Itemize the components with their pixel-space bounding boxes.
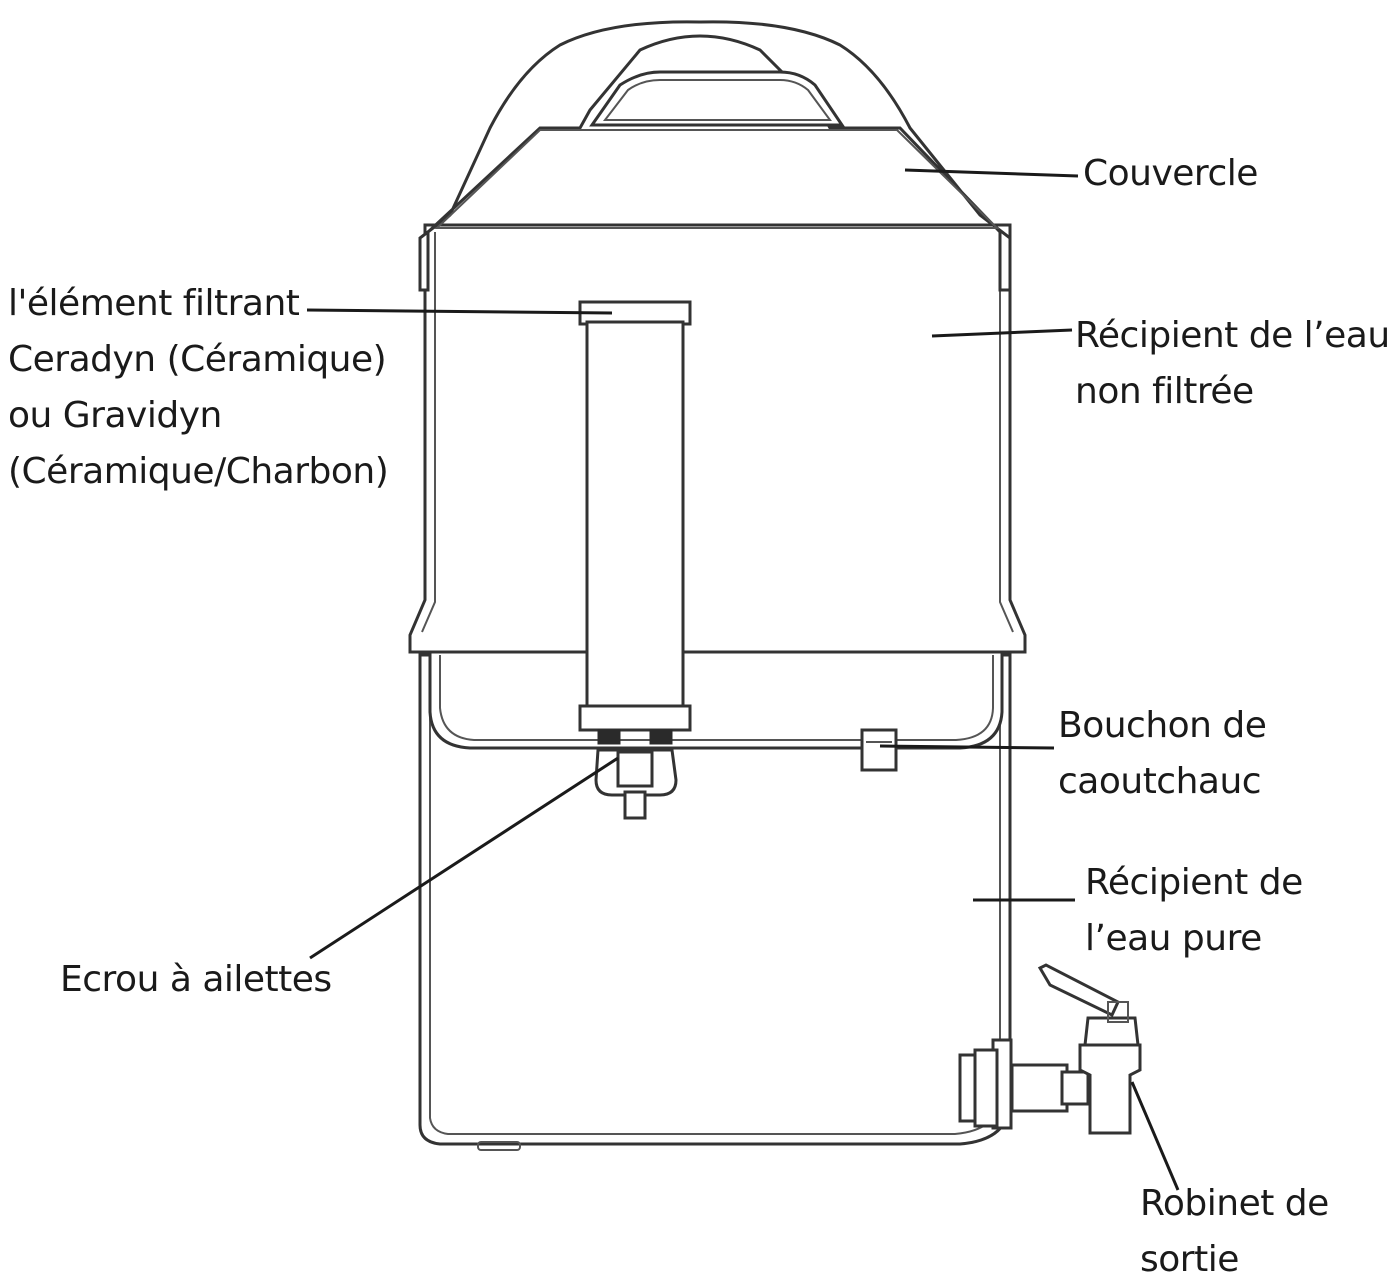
leader-element-filtrant: [306, 308, 613, 315]
label-element-filtrant-line-2: Ceradyn (Céramique): [8, 339, 387, 380]
label-couvercle: Couvercle: [1083, 146, 1258, 202]
label-element-filtrant-line-1: l'élément filtrant: [8, 283, 300, 324]
label-recipient-pure: Récipient de l’eau pure: [1085, 855, 1303, 967]
rubber-plug: [860, 728, 898, 772]
label-bouchon: Bouchon de caoutchauc: [1058, 698, 1267, 810]
label-couvercle-line: Couvercle: [1083, 153, 1258, 194]
label-element-filtrant-line-3: ou Gravidyn: [8, 395, 222, 436]
label-ecrou-line: Ecrou à ailettes: [60, 959, 332, 1000]
leader-robinet: [1130, 1081, 1180, 1191]
label-robinet: Robinet de sortie: [1140, 1176, 1329, 1288]
upper-container: [408, 223, 1027, 750]
label-recipient-non-filtree-line-1: Récipient de l’eau: [1075, 315, 1388, 356]
label-bouchon-line-1: Bouchon de: [1058, 705, 1267, 746]
label-recipient-non-filtree: Récipient de l’eau non filtrée: [1075, 308, 1388, 420]
label-element-filtrant-line-4: (Céramique/Charbon): [8, 451, 389, 492]
wing-nut: [594, 748, 678, 820]
label-bouchon-line-2: caoutchauc: [1058, 761, 1262, 802]
leader-lines: [306, 168, 1180, 1191]
leader-bouchon: [879, 744, 1055, 750]
filter-element: [578, 300, 692, 745]
leader-ecrou: [309, 756, 619, 960]
label-recipient-non-filtree-line-2: non filtrée: [1075, 371, 1254, 412]
label-recipient-pure-line-2: l’eau pure: [1085, 918, 1262, 959]
label-element-filtrant: l'élément filtrant Ceradyn (Céramique) o…: [8, 276, 389, 500]
label-robinet-line-1: Robinet de: [1140, 1183, 1329, 1224]
label-ecrou: Ecrou à ailettes: [60, 952, 332, 1008]
leader-couvercle: [904, 168, 1079, 178]
leader-recipient-non-filtree: [931, 328, 1073, 338]
label-recipient-pure-line-1: Récipient de: [1085, 862, 1303, 903]
outlet-tap: [958, 963, 1142, 1135]
lid: [418, 20, 1012, 292]
label-robinet-line-2: sortie: [1140, 1239, 1239, 1280]
